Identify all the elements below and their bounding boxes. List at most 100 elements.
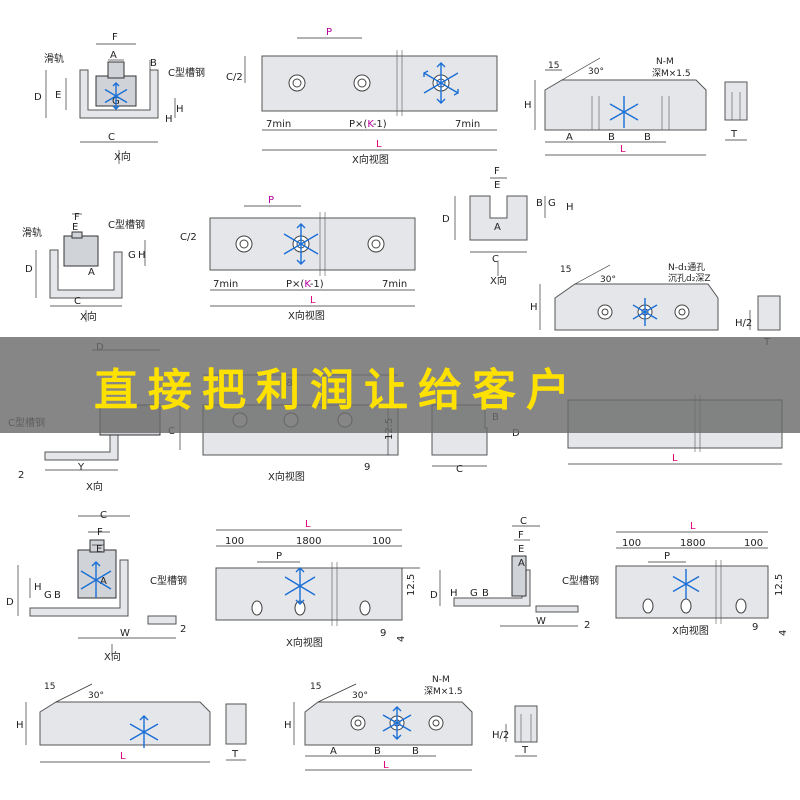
snowflake-icon: [632, 298, 658, 326]
dim-12-5: 12.5: [774, 574, 785, 596]
counterbore-label: 沉孔d₂深Z: [668, 273, 711, 284]
nm-label: N-M: [432, 675, 450, 685]
dim-H: H: [530, 302, 538, 313]
dim-L: L: [376, 139, 382, 150]
dim-C2: C/2: [226, 72, 243, 83]
dim-B: B: [150, 58, 157, 69]
dim-D: D: [25, 264, 33, 275]
dim-L: L: [672, 453, 678, 464]
snowflake-icon: [609, 96, 639, 128]
snowflake-icon: [672, 569, 700, 599]
dim-E: E: [96, 544, 102, 555]
snowflake-icon: [104, 82, 128, 110]
dim-B: B: [608, 132, 615, 143]
dim-C: C: [108, 132, 115, 143]
dim-D: D: [512, 428, 520, 439]
snowflake-icon: [423, 62, 459, 104]
dim-2: 2: [180, 624, 186, 635]
seven-min-right: 7min: [455, 119, 480, 130]
end-view-3: T: [225, 703, 247, 761]
dim-A: A: [110, 50, 117, 61]
dim-F: F: [112, 32, 118, 43]
angle-30: 30°: [600, 275, 616, 285]
snowflake-icon: [80, 561, 112, 598]
dim-T: T: [231, 749, 239, 760]
chamfer-15: 15: [548, 61, 559, 71]
dim-G: G: [128, 250, 136, 261]
side-view-3: H L 15 30°: [16, 682, 211, 763]
nm-label: N-M: [656, 57, 674, 67]
x-view-label: X向视图: [288, 309, 325, 322]
pk-label-2: P×(K-1): [286, 279, 324, 290]
dim-4: 4: [778, 630, 789, 636]
dim-9: 9: [752, 622, 758, 633]
dim-H2: H/2: [492, 730, 509, 741]
dim-F: F: [494, 166, 500, 177]
nd-through-label: N-d₁通孔: [668, 262, 705, 273]
section-view-3: F E A C D B G H X向: [442, 166, 574, 287]
plan-view-4: L 100 1800 100 P 12.5 9 4 X向视图: [215, 519, 420, 649]
snowflake-icon: [284, 567, 316, 605]
rail-label: 滑轨: [22, 226, 42, 239]
dim-C: C: [520, 516, 527, 527]
rail-label: 滑轨: [44, 52, 64, 65]
dim-P: P: [326, 27, 332, 38]
dim-L: L: [120, 751, 126, 762]
dim-L: L: [305, 519, 311, 530]
depth-label: 深M×1.5: [652, 68, 691, 79]
section-view-1: F A C D E G H B H 滑轨 C型槽钢 X向: [34, 32, 205, 164]
dim-B: B: [374, 746, 381, 757]
dim-P: P: [664, 551, 670, 562]
section-view-6: C F E A D H G B W C型槽钢 2 X向: [6, 510, 187, 663]
dim-E: E: [72, 222, 78, 233]
cchannel-label: C型槽钢: [562, 574, 599, 587]
dim-W: W: [536, 616, 546, 627]
dim-G: G: [44, 590, 52, 601]
side-view-4: H A B B L 15 30° N-M 深M×1.5: [284, 675, 473, 771]
snowflake-icon: [382, 706, 412, 740]
dim-C2: C/2: [180, 232, 197, 243]
dim-B: B: [54, 590, 61, 601]
angle-30: 30°: [352, 691, 368, 701]
dim-9: 9: [380, 628, 386, 639]
dim-D: D: [6, 597, 14, 608]
dim-C: C: [74, 296, 81, 307]
chamfer-15: 15: [560, 265, 571, 275]
dim-2: 2: [584, 620, 590, 631]
dim-E: E: [55, 90, 61, 101]
dim-I: H: [165, 114, 173, 125]
dim-H: H: [16, 720, 24, 731]
dim-D: D: [430, 590, 438, 601]
dim-H: H: [34, 582, 42, 593]
x-dir-label: X向: [114, 150, 131, 163]
dim-C: C: [492, 254, 499, 265]
depth-label: 深M×1.5: [424, 686, 463, 697]
plan-view-1: P C/2 7min P×(K-1) 7min L X向视图: [226, 27, 498, 166]
dim-B: B: [412, 746, 419, 757]
angle-30: 30°: [88, 691, 104, 701]
banner-text: 直接把利润让给客户: [94, 365, 580, 416]
dim-F: F: [518, 530, 524, 541]
dim-H: H: [524, 100, 532, 111]
dim-L: L: [690, 521, 696, 532]
dim-G: G: [548, 198, 556, 209]
dim-C: C: [100, 510, 107, 521]
dim-P: P: [268, 195, 274, 206]
dim-A: A: [88, 267, 95, 278]
chamfer-15: 15: [44, 682, 55, 692]
banner-band: [0, 337, 800, 433]
dim-A: A: [518, 558, 525, 569]
dim-E: E: [518, 544, 524, 555]
dim-A: A: [494, 222, 501, 233]
chamfer-15: 15: [310, 682, 321, 692]
dim-P: P: [276, 551, 282, 562]
x-view-label: X向视图: [352, 153, 389, 166]
x-view-label: X向视图: [268, 470, 305, 483]
snowflake-icon: [283, 223, 319, 265]
dim-A: A: [100, 576, 107, 587]
dim-W: W: [120, 628, 130, 639]
dim-1800: 1800: [680, 538, 705, 549]
dim-H: H: [450, 588, 458, 599]
dim-H: H: [566, 202, 574, 213]
